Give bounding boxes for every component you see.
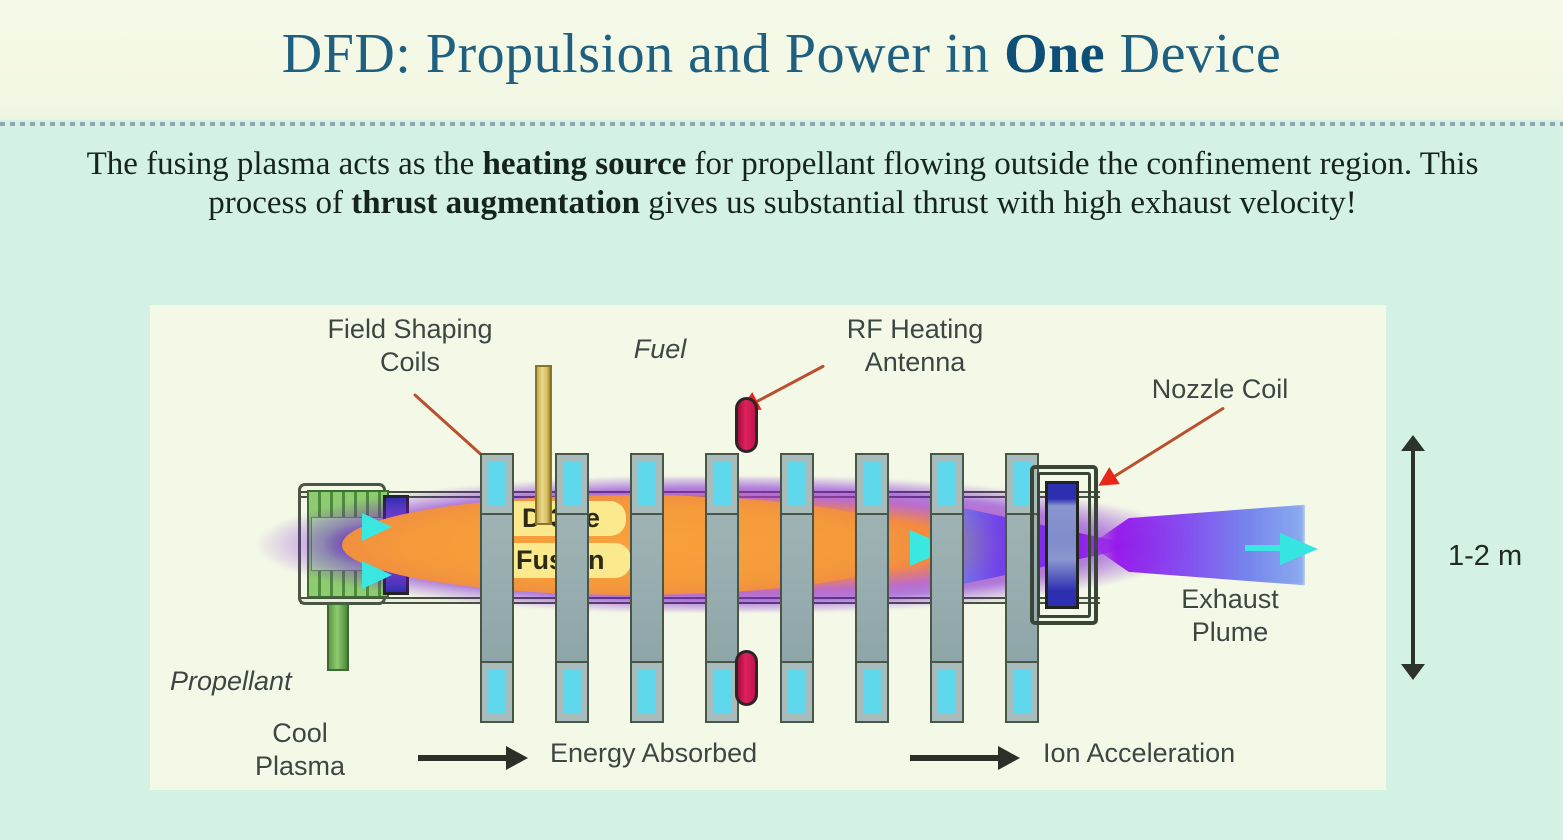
coil-cap-bottom	[705, 661, 739, 723]
exhaust-thrust-vector-arrow	[1280, 533, 1318, 565]
legend-cool-plasma-line1: Cool	[272, 718, 328, 748]
dfd-engine-diagram: Field Shaping Coils Fuel RF Heating Ante…	[150, 305, 1386, 790]
dimension-arrowhead-down	[1401, 664, 1425, 680]
coil-cap-bottom	[855, 661, 889, 723]
coil-core-bottom	[788, 670, 806, 714]
label-fuel: Fuel	[633, 334, 687, 364]
coil-cap-top	[630, 453, 664, 515]
coil-cap-bottom	[630, 661, 664, 723]
label-exhaust-line2: Plume	[1191, 617, 1269, 647]
coil-core-top	[788, 462, 806, 506]
propellant-feed-stem	[327, 603, 349, 671]
coil-core-top	[938, 462, 956, 506]
flow-arrow-1	[418, 746, 528, 770]
label-rf-heating-line1: RF Heating	[846, 314, 984, 344]
coil-body	[555, 513, 589, 663]
dimension-arrowhead-up	[1401, 435, 1425, 451]
coil-core-bottom	[563, 670, 581, 714]
dimension-arrow-vertical	[1401, 435, 1425, 680]
legend-cool-plasma-line2: Plasma	[254, 751, 346, 781]
coil-core-bottom	[938, 670, 956, 714]
coil-body	[705, 513, 739, 663]
nozzle-coil	[1045, 481, 1079, 609]
label-propellant: Propellant	[170, 666, 292, 696]
coil-cap-top	[555, 453, 589, 515]
coil-core-bottom	[863, 670, 881, 714]
slide-header-band: DFD: Propulsion and Power in One Device	[0, 0, 1563, 120]
nozzle-housing-inner	[1037, 472, 1091, 618]
coil-body	[480, 513, 514, 663]
coil-cap-top	[480, 453, 514, 515]
coil-cap-bottom	[780, 661, 814, 723]
coil-cap-top	[705, 453, 739, 515]
coil-cap-bottom	[480, 661, 514, 723]
slide-body-text: The fusing plasma acts as the heating so…	[45, 145, 1520, 223]
coil-cap-bottom	[930, 661, 964, 723]
rf-heating-antenna-top	[735, 397, 758, 453]
coil-cap-bottom	[1005, 661, 1039, 723]
body-text-bold2: thrust augmentation	[351, 185, 640, 221]
coil-core-bottom	[713, 670, 731, 714]
body-text-part1: The fusing plasma acts as the	[86, 146, 483, 182]
rf-heating-antenna-bottom	[735, 650, 758, 706]
coil-body	[930, 513, 964, 663]
label-rf-heating-antenna: RF Heating Antenna	[790, 313, 1040, 379]
page-title-suffix: Device	[1105, 23, 1282, 85]
body-text-part2: for propellant flowing outside the confi…	[208, 146, 1479, 221]
engine-assembly: D-3He Fusion	[150, 305, 1386, 790]
body-text-part3: gives us substantial thrust with high ex…	[639, 185, 1357, 221]
body-text-bold1: heating source	[482, 146, 687, 182]
coil-core-bottom	[638, 670, 656, 714]
page-title-prefix: DFD: Propulsion and Power in	[281, 23, 1005, 85]
label-field-shaping-coils-line2: Coils	[379, 347, 440, 377]
coil-cap-top	[780, 453, 814, 515]
legend-cool-plasma: Cool Plasma	[220, 717, 380, 783]
label-field-shaping-coils-line1: Field Shaping	[327, 314, 493, 344]
ion-flow-arrow-left-lower	[362, 561, 392, 589]
coil-body	[630, 513, 664, 663]
coil-core-bottom	[488, 670, 506, 714]
coil-core-top	[1013, 462, 1031, 506]
coil-core-bottom	[1013, 670, 1031, 714]
coil-core-top	[863, 462, 881, 506]
coil-core-top	[488, 462, 506, 506]
coil-cap-top	[930, 453, 964, 515]
coil-core-top	[638, 462, 656, 506]
coil-body	[780, 513, 814, 663]
ion-flow-arrow-left-upper	[362, 513, 392, 541]
coil-cap-top	[855, 453, 889, 515]
legend-energy-absorbed: Energy Absorbed	[550, 738, 758, 768]
coil-body	[855, 513, 889, 663]
dimension-label: 1-2 m	[1448, 540, 1523, 572]
coil-core-top	[713, 462, 731, 506]
flow-arrow-2	[910, 746, 1020, 770]
exhaust-thrust-vector-tail	[1245, 545, 1287, 551]
label-rf-heating-line2: Antenna	[864, 347, 966, 377]
legend-ion-acceleration: Ion Acceleration	[1043, 738, 1236, 768]
coil-core-top	[563, 462, 581, 506]
coil-cap-bottom	[555, 661, 589, 723]
label-field-shaping-coils: Field Shaping Coils	[280, 313, 540, 379]
fuel-injection-rod	[535, 365, 552, 525]
page-title-emphasis: One	[1004, 23, 1106, 85]
page-title: DFD: Propulsion and Power in One Device	[0, 22, 1563, 86]
title-divider	[0, 122, 1563, 126]
label-nozzle-coil: Nozzle Coil	[1151, 374, 1289, 404]
